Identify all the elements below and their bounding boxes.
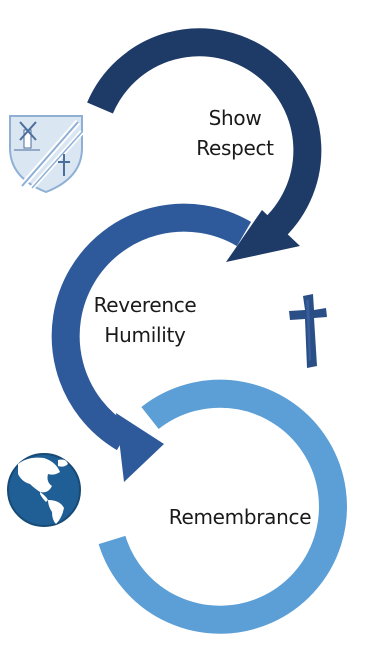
step-show-respect-line2: Respect — [196, 136, 274, 160]
reverence-humility-arrowhead — [116, 413, 164, 482]
step-remembrance-line: Remembrance — [168, 505, 312, 529]
step-show-respect-label: Show Respect — [175, 103, 295, 163]
globe-icon — [7, 453, 81, 527]
reverence-humility-ring — [51, 203, 252, 451]
step-show-respect-line1: Show — [208, 106, 262, 130]
show-respect-arrowhead — [226, 210, 300, 262]
step-remembrance-label: Remembrance — [150, 502, 330, 532]
show-respect-ring — [87, 28, 322, 243]
step-humility-line: Humility — [104, 323, 186, 347]
cross-icon — [289, 294, 327, 368]
step-reverence-humility-label: Reverence Humility — [70, 290, 220, 350]
remembrance-ring — [98, 379, 347, 634]
school-crest-icon — [9, 115, 84, 194]
step-reverence-line: Reverence — [93, 293, 197, 317]
